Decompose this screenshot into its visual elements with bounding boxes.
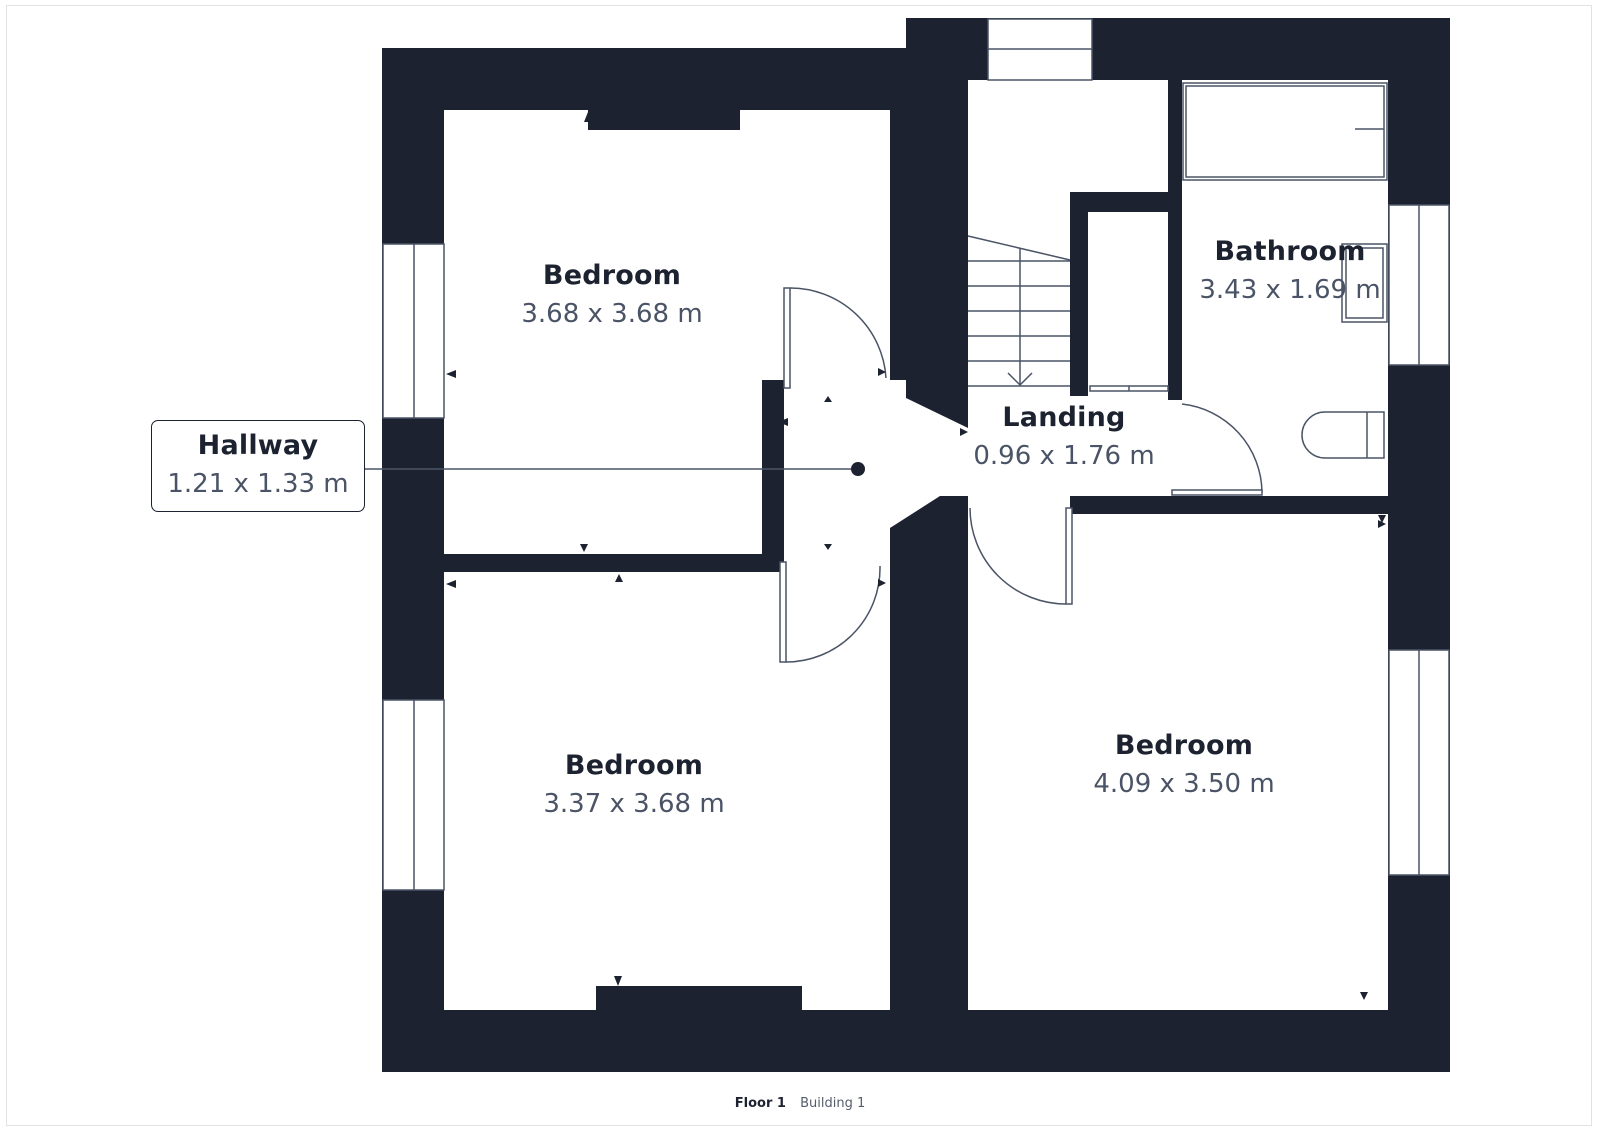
floor-label: Floor 1 <box>734 1096 786 1111</box>
bathroom-fixtures <box>1182 82 1388 459</box>
room-dimensions: 0.96 x 1.76 m <box>973 441 1155 471</box>
toilet <box>1301 411 1385 459</box>
bathtub <box>1182 82 1388 181</box>
hallway-leader <box>365 462 865 476</box>
room-bedroom-top-left: Bedroom 3.68 x 3.68 m <box>521 258 702 334</box>
room-dimensions: 4.09 x 3.50 m <box>1093 769 1275 799</box>
callout-dimensions: 1.21 x 1.33 m <box>167 469 349 499</box>
room-dimensions: 3.68 x 3.68 m <box>521 299 703 329</box>
page-frame <box>6 5 1592 1126</box>
room-name: Bedroom <box>564 750 704 781</box>
sink <box>1341 243 1388 323</box>
room-name: Landing <box>1002 402 1126 433</box>
callout-name: Hallway <box>197 430 319 461</box>
room-dimensions: 3.37 x 3.68 m <box>543 789 725 819</box>
windows <box>382 18 1450 891</box>
room-bedroom-bottom-left: Bedroom 3.37 x 3.68 m <box>543 748 724 824</box>
plan-footer: Floor 1 Building 1 <box>0 1096 1600 1111</box>
room-landing: Landing 0.96 x 1.76 m <box>973 400 1154 476</box>
measure-markers <box>446 112 1386 1000</box>
room-bathroom: Bathroom 3.43 x 1.69 m <box>1199 234 1380 310</box>
room-bedroom-bottom-right: Bedroom 4.09 x 3.50 m <box>1093 728 1274 804</box>
stairs <box>967 235 1071 387</box>
hallway-callout: Hallway 1.21 x 1.33 m <box>151 420 365 512</box>
room-dimensions: 3.43 x 1.69 m <box>1199 275 1381 305</box>
room-name: Bathroom <box>1214 236 1366 267</box>
room-name: Bedroom <box>1114 730 1254 761</box>
room-name: Bedroom <box>542 260 682 291</box>
building-label: Building 1 <box>800 1096 866 1111</box>
